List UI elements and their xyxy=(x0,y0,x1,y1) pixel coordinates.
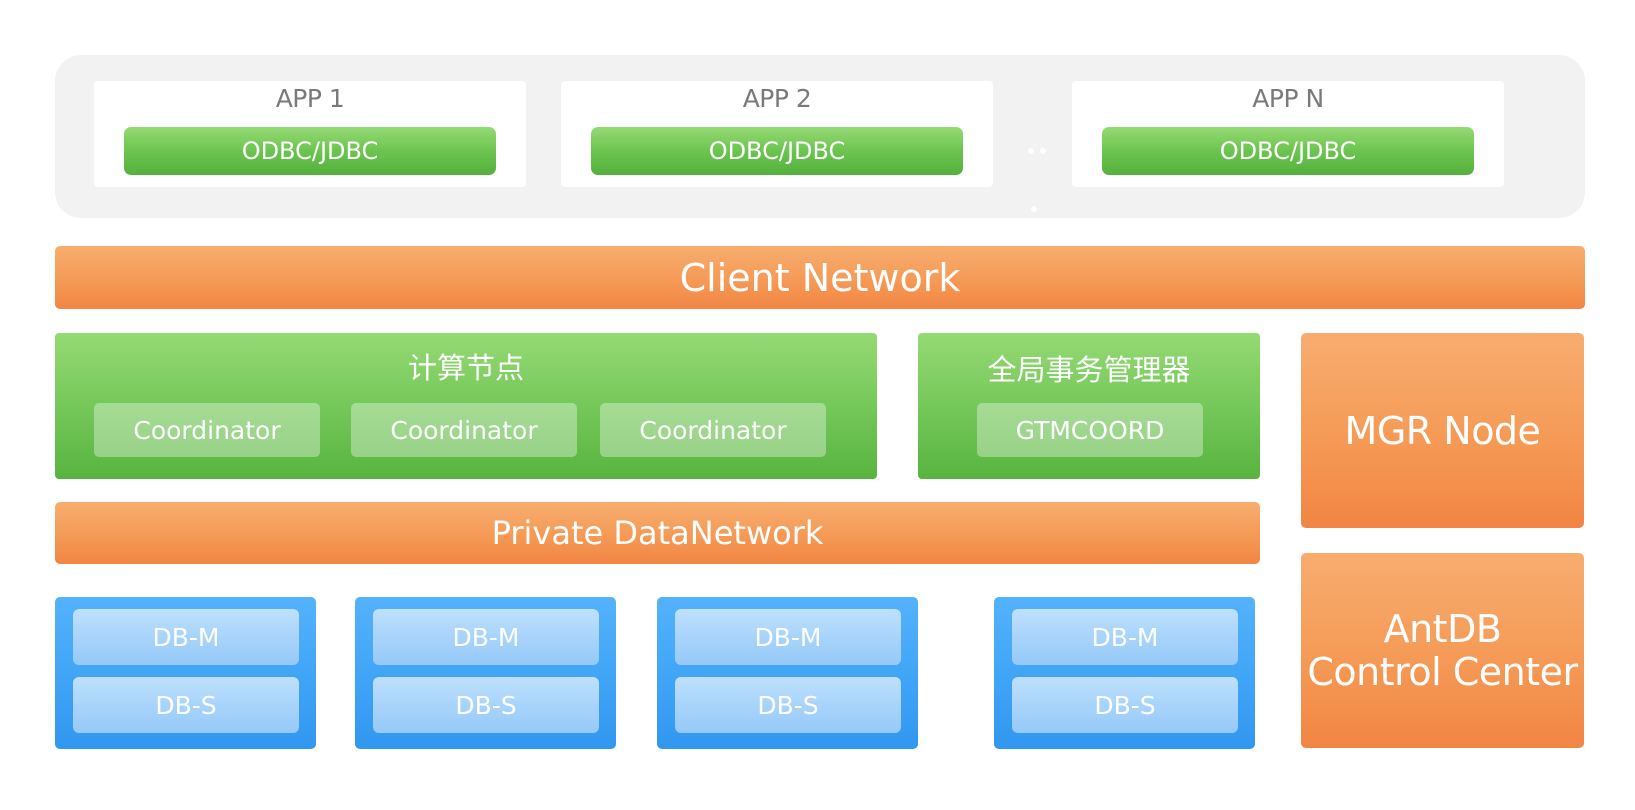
client-network-bar: Client Network xyxy=(55,246,1585,309)
db-master: DB-M xyxy=(73,609,299,665)
db-slave: DB-S xyxy=(1012,677,1238,733)
db-slave: DB-S xyxy=(675,677,901,733)
control-center-line1: AntDB xyxy=(1383,606,1502,651)
coordinator-node: Coordinator xyxy=(600,403,826,457)
app-card-n: APP N ODBC/JDBC xyxy=(1072,81,1504,187)
db-slave: DB-S xyxy=(373,677,599,733)
ellipsis-dot xyxy=(1031,206,1037,212)
mgr-node-box: MGR Node xyxy=(1301,333,1584,528)
app-card-2: APP 2 ODBC/JDBC xyxy=(561,81,993,187)
gtm-group: 全局事务管理器 GTMCOORD xyxy=(918,333,1260,479)
private-network-bar: Private DataNetwork xyxy=(55,502,1260,564)
coordinator-node: Coordinator xyxy=(94,403,320,457)
app-card-1: APP 1 ODBC/JDBC xyxy=(94,81,526,187)
app-title: APP 1 xyxy=(275,84,345,113)
db-group-2: DB-M DB-S xyxy=(355,597,616,749)
db-master: DB-M xyxy=(675,609,901,665)
db-group-1: DB-M DB-S xyxy=(55,597,316,749)
db-group-4: DB-M DB-S xyxy=(994,597,1255,749)
app-title: APP N xyxy=(1252,84,1324,113)
driver-box: ODBC/JDBC xyxy=(591,127,963,175)
db-master: DB-M xyxy=(373,609,599,665)
driver-box: ODBC/JDBC xyxy=(1102,127,1474,175)
db-group-3: DB-M DB-S xyxy=(657,597,918,749)
gtm-group-title: 全局事务管理器 xyxy=(987,353,1191,387)
ellipsis-dot xyxy=(1040,148,1046,154)
driver-box: ODBC/JDBC xyxy=(124,127,496,175)
db-slave: DB-S xyxy=(73,677,299,733)
control-center-box: AntDB Control Center xyxy=(1301,553,1584,748)
db-master: DB-M xyxy=(1012,609,1238,665)
app-title: APP 2 xyxy=(742,84,812,113)
gtmcoord-node: GTMCOORD xyxy=(977,403,1203,457)
compute-node-group: 计算节点 Coordinator Coordinator Coordinator xyxy=(55,333,877,479)
control-center-line2: Control Center xyxy=(1307,649,1578,694)
compute-group-title: 计算节点 xyxy=(407,351,524,385)
ellipsis-dot xyxy=(1028,148,1034,154)
coordinator-node: Coordinator xyxy=(351,403,577,457)
